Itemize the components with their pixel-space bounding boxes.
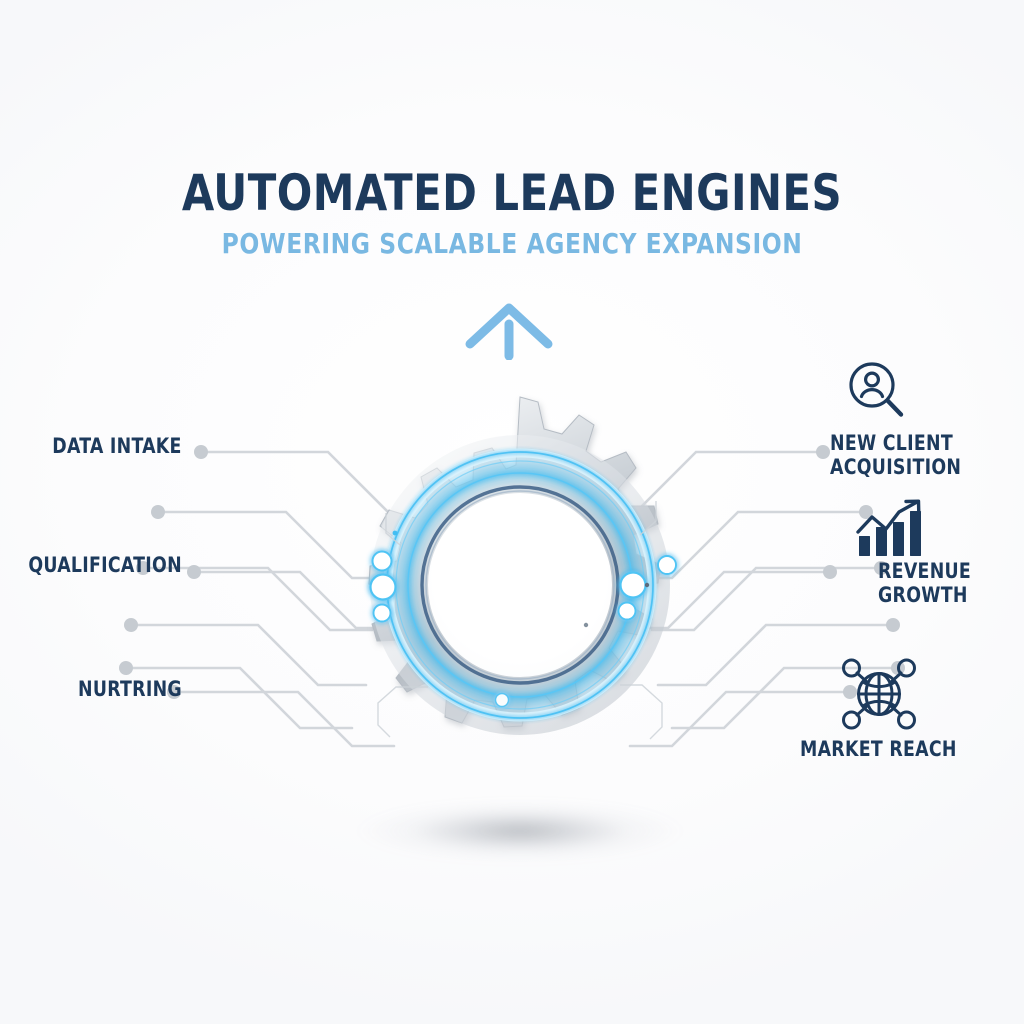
page-title: AUTOMATED LEAD ENGINES [181,164,843,222]
label-line-1: REVENUE [878,559,972,583]
output-new-client-acquisition-label: NEW CLIENT ACQUISITION [830,431,962,479]
gear-node-cluster-left [368,549,398,624]
page-subtitle: POWERING SCALABLE AGENCY EXPANSION [221,227,803,260]
input-data-intake-label: DATA INTAKE [52,434,182,458]
input-nurtring-label: NURTRING [78,677,182,701]
gear-drop-shadow [355,800,685,862]
label-line-2: GROWTH [878,582,968,607]
output-revenue-growth-label: REVENUE GROWTH [878,559,972,607]
output-market-reach-label: MARKET REACH [800,737,957,761]
label-line-1: NEW CLIENT [830,431,953,455]
gear-node-cluster-right [616,554,678,622]
person-search-icon [849,362,904,417]
label-line-2: ACQUISITION [830,454,962,479]
globe-network-icon [842,658,916,730]
gear-icon [368,396,678,740]
input-qualification-label: QUALIFICATION [28,553,182,577]
header-block: AUTOMATED LEAD ENGINES POWERING SCALABLE… [0,164,1024,261]
arrow-up-icon [465,303,553,360]
bar-chart-growth-icon [856,499,921,556]
